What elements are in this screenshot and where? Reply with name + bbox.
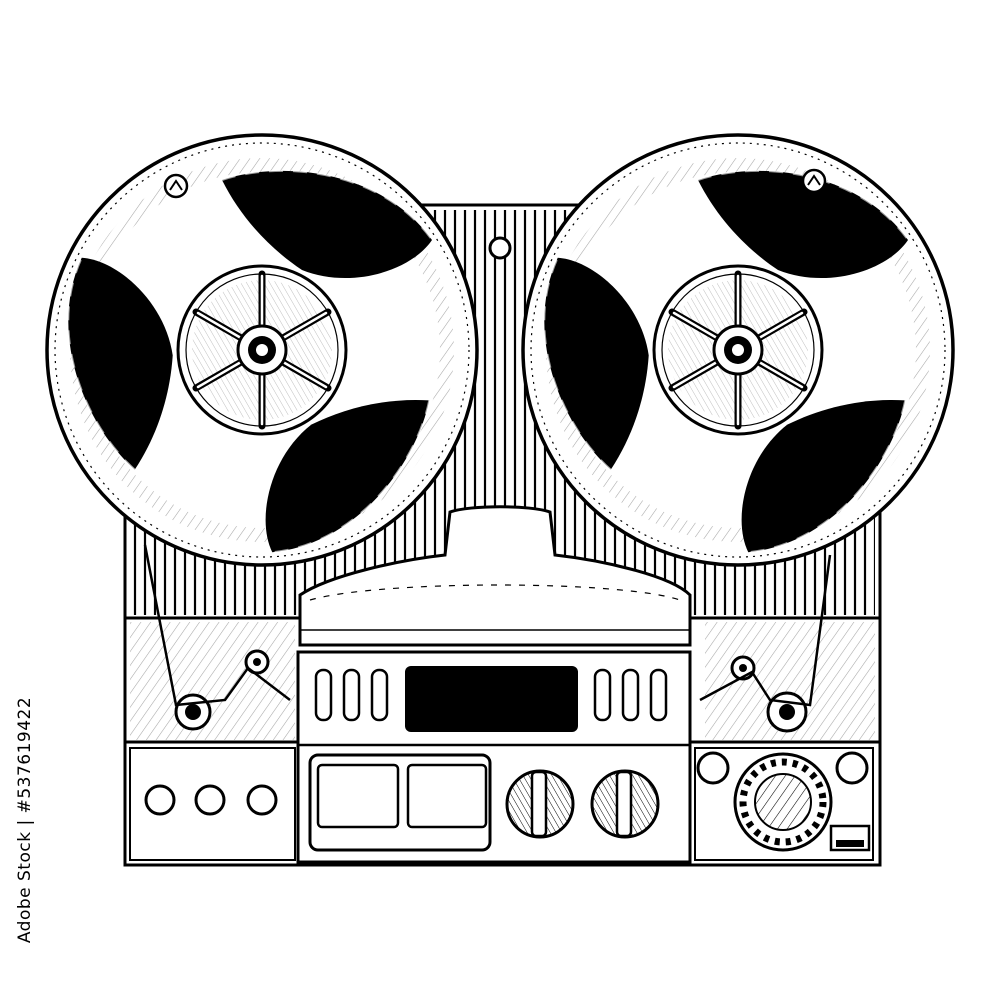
reel-clips: [163, 168, 827, 199]
stock-image-id-text: Adobe Stock | #537619422: [15, 696, 36, 944]
stock-image-id: Adobe Stock | #537619422: [10, 697, 40, 943]
control-panel: [296, 650, 692, 864]
left-button-panel: [129, 747, 296, 861]
right-dial-panel: [694, 747, 874, 861]
left-tape-guide: [130, 544, 295, 740]
right-tape-guide: [699, 554, 875, 740]
head-cover: [298, 505, 692, 647]
